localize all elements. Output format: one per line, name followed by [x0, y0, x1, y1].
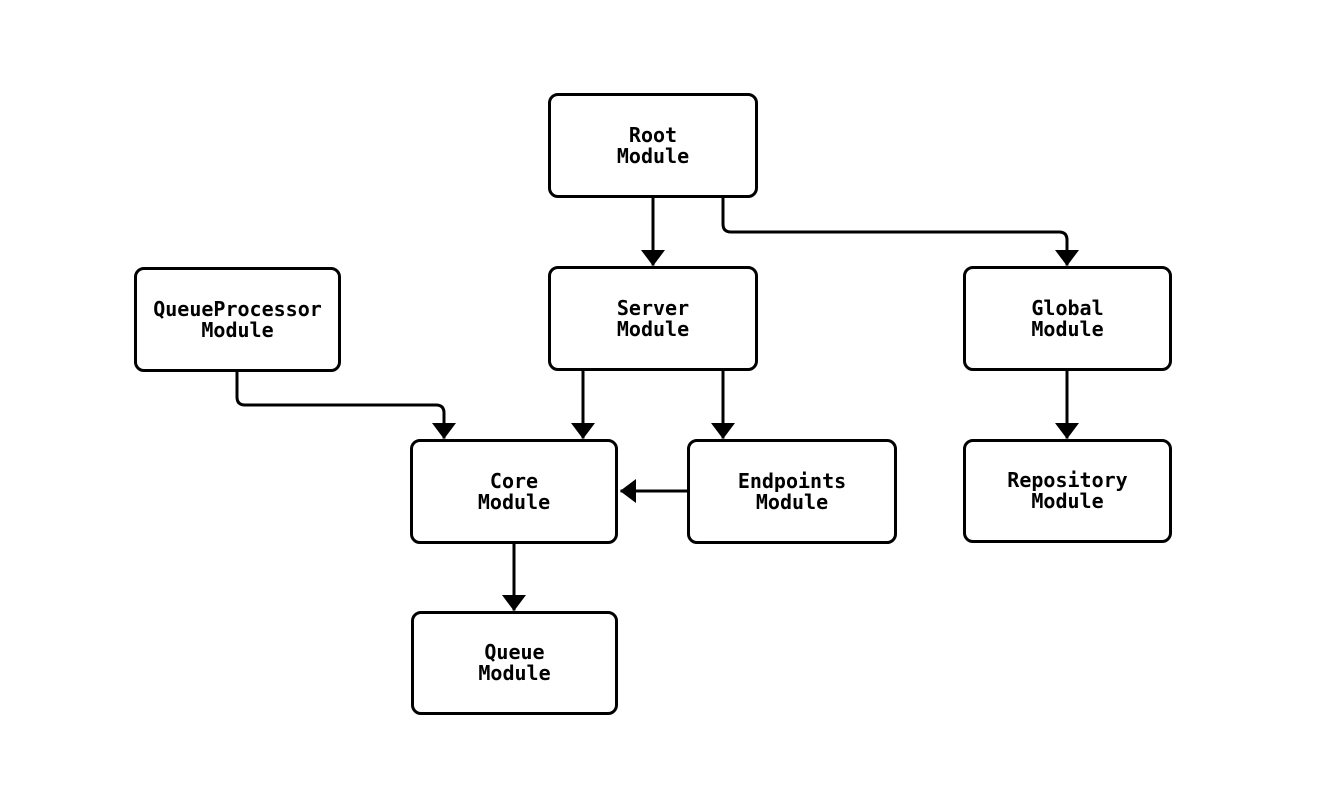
node-global: Global Module [963, 266, 1172, 371]
node-repository: Repository Module [963, 439, 1172, 543]
node-queue: Queue Module [411, 611, 618, 715]
node-server: Server Module [548, 266, 758, 371]
node-queueprocessor: QueueProcessor Module [134, 267, 341, 372]
edge-root-to-global [721, 196, 1079, 266]
node-endpoints: Endpoints Module [687, 439, 897, 544]
node-core: Core Module [410, 439, 618, 544]
edge-queueprocessor-to-core [235, 370, 456, 439]
node-root: Root Module [548, 93, 758, 198]
